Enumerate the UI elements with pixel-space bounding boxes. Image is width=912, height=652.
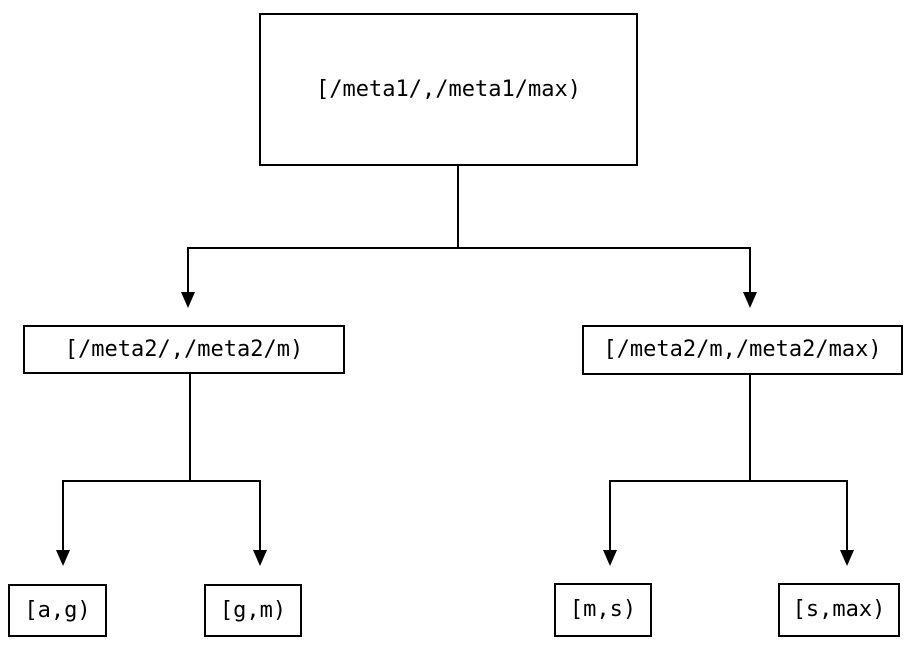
tree-leaf-ms: [m,s) [554,583,652,637]
tree-node-root: [/meta1/,/meta1/max) [259,13,638,166]
leaf-ms-label: [m,s) [569,597,637,622]
node-right-label: [/meta2/m,/meta2/max) [603,337,882,362]
tree-leaf-ag: [a,g) [8,584,107,637]
edge-root-branch [187,247,751,292]
arrowhead-leaf-ms [603,550,617,566]
node-root-label: [/meta1/,/meta1/max) [316,76,581,102]
arrowhead-leaf-ag [56,550,70,566]
arrowhead-left-branch [181,292,195,308]
leaf-ag-label: [a,g) [24,597,91,623]
arrowhead-right-branch [743,292,757,308]
tree-node-right-child: [/meta2/m,/meta2/max) [582,325,903,375]
tree-leaf-gm: [g,m) [204,584,302,637]
tree-leaf-smax: [s,max) [778,583,900,637]
arrowhead-leaf-smax [840,550,854,566]
edge-right-branch [609,480,848,550]
leaf-smax-label: [s,max) [792,597,886,622]
tree-node-left-child: [/meta2/,/meta2/m) [23,325,345,374]
edge-left-branch [62,480,261,550]
leaf-gm-label: [g,m) [219,597,287,623]
node-left-label: [/meta2/,/meta2/m) [64,336,304,362]
arrowhead-leaf-gm [253,550,267,566]
